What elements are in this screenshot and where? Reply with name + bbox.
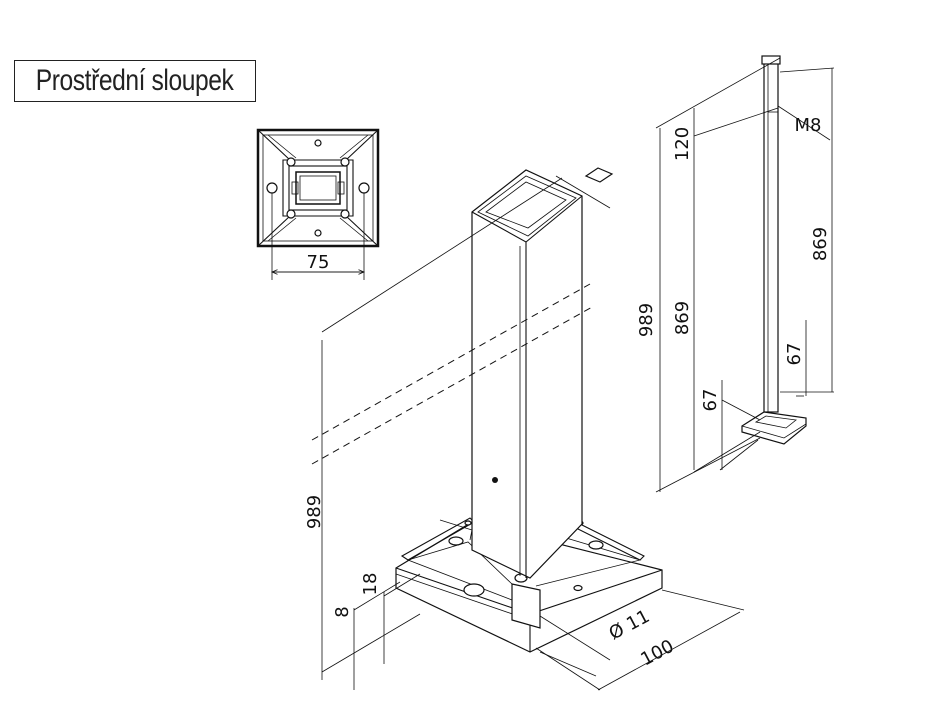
side-total-label: 989 [636, 303, 657, 337]
iso-height-label: 989 [304, 495, 325, 529]
side-bottom-right-label: 67 [784, 343, 805, 366]
iso-base-18-label: 18 [360, 573, 381, 596]
iso-base-8-label: 8 [332, 606, 353, 617]
iso-plate-label: 100 [637, 636, 677, 671]
side-thread-label: M8 [795, 115, 822, 136]
side-top-label: 120 [672, 127, 693, 161]
side-view: M8 120 989 869 869 67 67 [636, 55, 835, 493]
side-mid-label: 869 [672, 301, 693, 335]
side-right-label: 869 [810, 227, 831, 261]
title-box: Prostřední sloupek [14, 60, 256, 102]
side-post [763, 61, 779, 413]
top-view: 75 [256, 128, 380, 280]
top-view-width-label: 75 [307, 252, 330, 273]
side-bottom-left-label: 67 [700, 389, 721, 412]
title-text: Prostřední sloupek [36, 64, 234, 97]
iso-view: 989 18 8 Ø 11 100 [304, 167, 745, 691]
post [471, 169, 583, 579]
